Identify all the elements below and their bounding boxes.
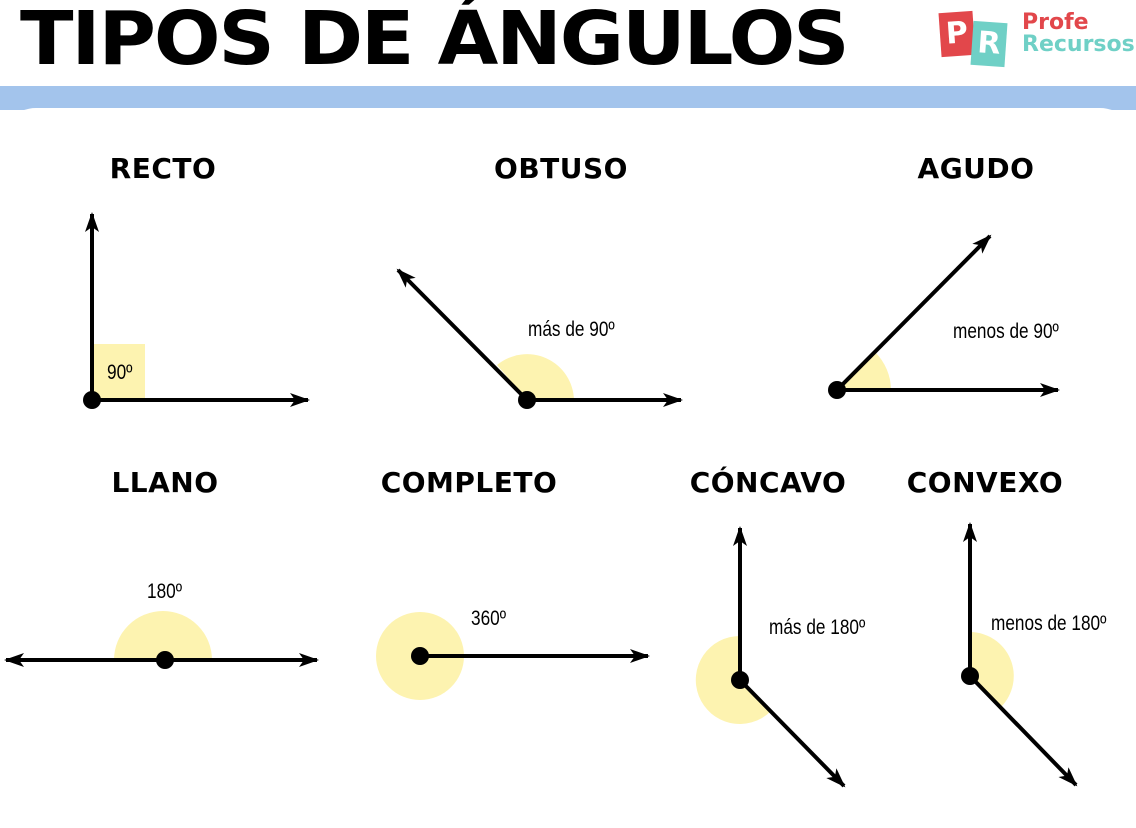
vertex-icon [411, 647, 429, 665]
vertex-icon [961, 667, 979, 685]
angle-arc [497, 354, 574, 400]
content-panel [0, 108, 1136, 828]
annotation-convexo: menos de 180º [991, 612, 1107, 635]
angle-arc [114, 611, 212, 660]
vertex-icon [731, 671, 749, 689]
angle-label-completo: COMPLETO [380, 466, 558, 499]
annotation-recto: 90º [107, 361, 133, 384]
angle-label-recto: RECTO [109, 152, 217, 185]
angle-label-concavo: CÓNCAVO [689, 466, 847, 499]
annotation-concavo: más de 180º [769, 616, 866, 639]
angle-label-llano: LLANO [111, 466, 219, 499]
right-angle-marker [92, 344, 145, 400]
annotation-agudo: menos de 90º [953, 320, 1059, 343]
annotation-completo: 360º [471, 607, 507, 630]
angle-convexo-figure [961, 522, 1078, 787]
header-band [0, 86, 1136, 110]
logo-text-profe: Profe [1022, 10, 1089, 35]
annotation-obtuso: más de 90º [528, 318, 615, 341]
angle-label-obtuso: OBTUSO [494, 152, 628, 185]
page-title: TIPOS DE ÁNGULOS [20, 0, 850, 82]
vertex-icon [83, 391, 101, 409]
annotation-llano: 180º [147, 580, 183, 603]
angle-label-convexo: CONVEXO [906, 466, 1064, 499]
angle-recto-figure [83, 212, 310, 409]
angle-arc [970, 632, 1014, 707]
angles-diagram [4, 212, 1078, 788]
ray-icon [738, 678, 846, 788]
ray-icon [835, 234, 992, 392]
profe-recursos-logo: P R Profe Recursos [936, 6, 1136, 70]
angle-llano-figure [4, 611, 319, 669]
angle-obtuso-figure [396, 268, 683, 409]
vertex-icon [828, 381, 846, 399]
ray-icon [968, 674, 1078, 787]
logo-text-recursos: Recursos [1022, 32, 1135, 57]
angle-agudo-figure [828, 234, 1060, 399]
angle-concavo-figure [695, 526, 846, 788]
vertex-icon [156, 651, 174, 669]
angle-completo-figure [376, 612, 650, 700]
angle-arc [837, 352, 891, 390]
vertex-icon [518, 391, 536, 409]
ray-icon [396, 268, 529, 402]
angle-label-agudo: AGUDO [917, 152, 1035, 185]
